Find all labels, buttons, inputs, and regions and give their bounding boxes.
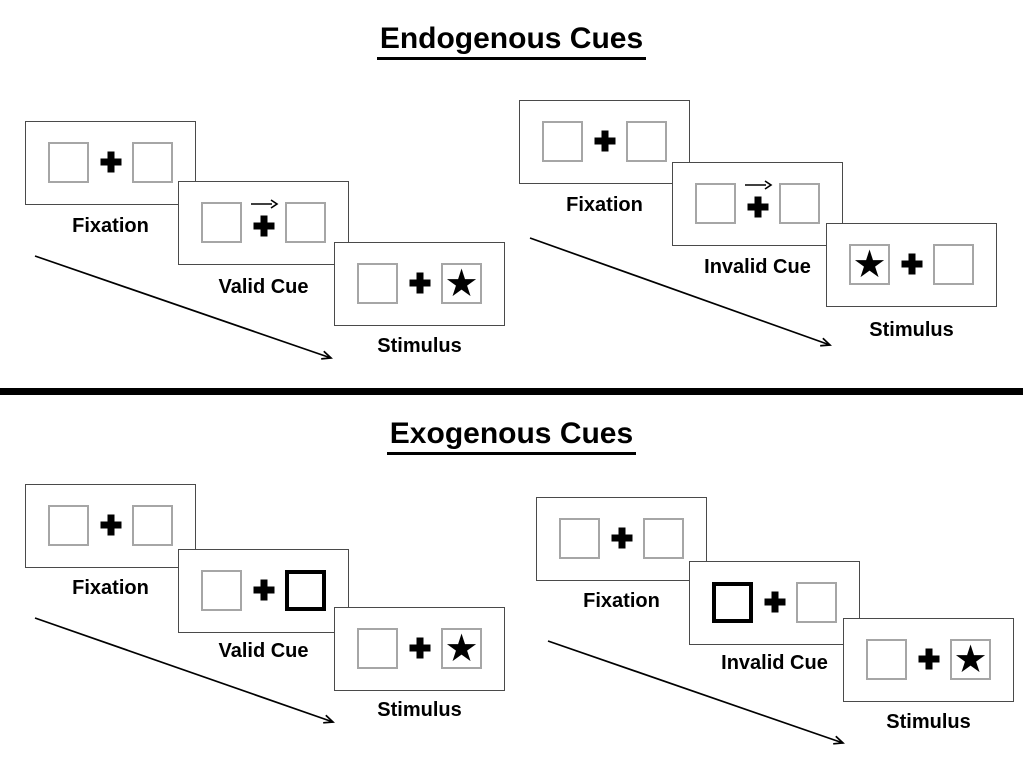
panel-endo-invalid-cue (672, 162, 843, 246)
left-box (695, 183, 736, 224)
star-icon: ★ (444, 260, 479, 305)
fixation-cross-icon (100, 514, 121, 536)
panel-label-fixation: Fixation (566, 194, 643, 216)
right-box (779, 183, 820, 224)
panel-exo-valid-stimulus: ★ (334, 607, 505, 691)
fixation-cross-icon (100, 151, 121, 173)
fixation-cross-icon (594, 130, 615, 152)
right-box (796, 582, 837, 623)
panel-exo-invalid-stimulus: ★ (843, 618, 1014, 702)
left-box (201, 570, 242, 611)
exogenous-section-title: Exogenous Cues (386, 417, 637, 455)
star-icon: ★ (953, 636, 988, 681)
right-box (626, 121, 667, 162)
panel-endo-valid-fixation (25, 121, 196, 205)
panel-label-fixation: Fixation (72, 215, 149, 237)
exogenous-section-title-row: Exogenous Cues (0, 417, 1023, 455)
fixation-cross-icon (747, 196, 768, 218)
left-box (357, 263, 398, 304)
panel-exo-invalid-cue (689, 561, 860, 645)
sequence-arrow-icon (34, 617, 340, 728)
right-box (132, 505, 173, 546)
endogenous-section-title: Endogenous Cues (376, 22, 647, 60)
panel-endo-invalid-stimulus: ★ (826, 223, 997, 307)
right-box (933, 244, 974, 285)
cue-highlight-box (712, 582, 753, 623)
right-box: ★ (441, 263, 482, 304)
star-icon: ★ (852, 241, 887, 286)
fixation-cross-icon (611, 527, 632, 549)
sequence-arrow-icon (547, 640, 851, 749)
right-box (643, 518, 684, 559)
fixation-cross-icon (253, 215, 274, 237)
left-box (48, 142, 89, 183)
star-icon: ★ (444, 625, 479, 670)
panel-exo-invalid-fixation (536, 497, 707, 581)
panel-label-valid-cue: Valid Cue (218, 276, 309, 298)
left-box (559, 518, 600, 559)
fixation-cross-icon (901, 253, 922, 275)
right-box: ★ (950, 639, 991, 680)
panel-label-stimulus: Stimulus (869, 319, 954, 341)
right-box: ★ (441, 628, 482, 669)
panel-label-fixation: Fixation (72, 577, 149, 599)
fixation-cross-icon (918, 648, 939, 670)
sequence-arrow-icon (34, 255, 340, 365)
endogenous-section-title-row: Endogenous Cues (0, 22, 1023, 60)
panel-label-stimulus: Stimulus (377, 699, 462, 721)
panel-label-valid-cue: Valid Cue (218, 640, 309, 662)
panel-label-fixation: Fixation (583, 590, 660, 612)
section-divider (0, 388, 1023, 395)
left-box (357, 628, 398, 669)
panel-label-stimulus: Stimulus (886, 711, 971, 733)
right-box (132, 142, 173, 183)
left-box (542, 121, 583, 162)
right-box (285, 202, 326, 243)
left-box (866, 639, 907, 680)
panel-exo-valid-fixation (25, 484, 196, 568)
panel-label-invalid-cue: Invalid Cue (704, 256, 811, 278)
fixation-cross-icon (409, 637, 430, 659)
left-box (201, 202, 242, 243)
fixation-cross-icon (253, 579, 274, 601)
cue-arrow-right-icon (250, 199, 278, 209)
sequence-arrow-icon (529, 237, 838, 351)
panel-label-invalid-cue: Invalid Cue (721, 652, 828, 674)
left-box (48, 505, 89, 546)
cue-highlight-box (285, 570, 326, 611)
panel-endo-valid-stimulus: ★ (334, 242, 505, 326)
cue-arrow-right-icon (744, 180, 772, 190)
fixation-cross-icon (764, 591, 785, 613)
panel-endo-invalid-fixation (519, 100, 690, 184)
fixation-cross-icon (409, 272, 430, 294)
panel-label-stimulus: Stimulus (377, 335, 462, 357)
panel-endo-valid-cue (178, 181, 349, 265)
panel-exo-valid-cue (178, 549, 349, 633)
left-box: ★ (849, 244, 890, 285)
